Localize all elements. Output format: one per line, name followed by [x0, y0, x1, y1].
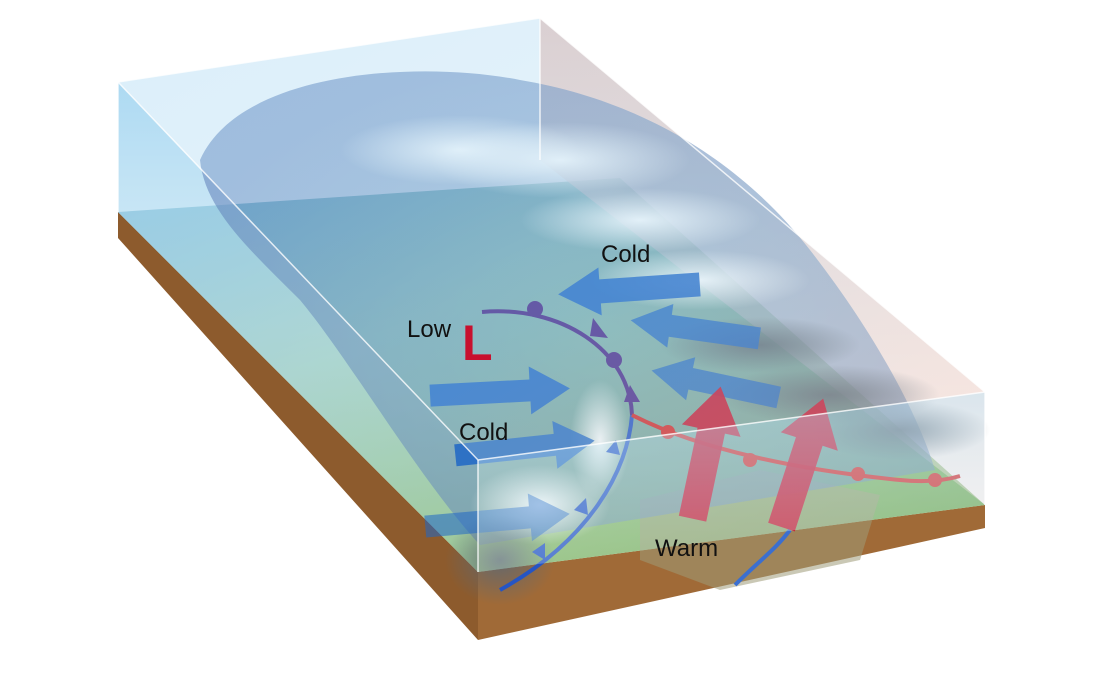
warm-label: Warm: [655, 535, 718, 562]
river: [733, 528, 792, 587]
low-label: Low: [407, 316, 452, 343]
sky-box-edges: [117, 17, 986, 572]
cold-label-left: Cold: [459, 419, 508, 446]
sky-box-top: [118, 18, 985, 460]
low-pressure-symbol: L: [462, 315, 493, 371]
sky-box-front-face: [478, 392, 985, 572]
cold-label-upper: Cold: [601, 241, 650, 268]
sky-box-left-face: [118, 82, 478, 572]
